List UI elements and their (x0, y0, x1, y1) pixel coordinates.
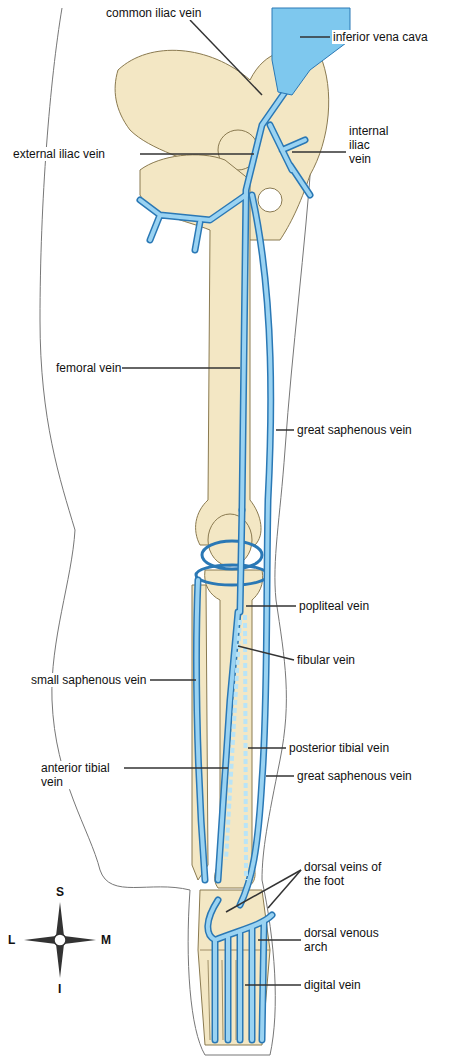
compass-letter: S (56, 886, 64, 899)
vein-label: internal iliac vein (348, 124, 394, 166)
vein-label: great saphenous vein (296, 423, 413, 437)
vein-label: digital vein (303, 978, 362, 992)
vein-label: fibular vein (296, 653, 356, 667)
vein-label: great saphenous vein (296, 769, 413, 783)
compass-rose (24, 902, 96, 978)
vein-label: popliteal vein (298, 599, 370, 613)
vein-label: external iliac vein (12, 147, 106, 161)
vein-label: femoral vein (55, 361, 122, 375)
compass-letter: M (101, 934, 111, 947)
vein-label: inferior vena cava (332, 30, 429, 44)
vein-label: anterior tibial vein (40, 761, 124, 789)
compass-letter: I (58, 983, 61, 996)
vein-label: common iliac vein (105, 6, 202, 20)
vein-label: dorsal venous arch (303, 926, 385, 954)
compass-letter: L (8, 934, 15, 947)
vein-label: small saphenous vein (30, 673, 147, 687)
vein-label: dorsal veins of the foot (303, 860, 385, 888)
vein-label: posterior tibial vein (288, 741, 390, 755)
